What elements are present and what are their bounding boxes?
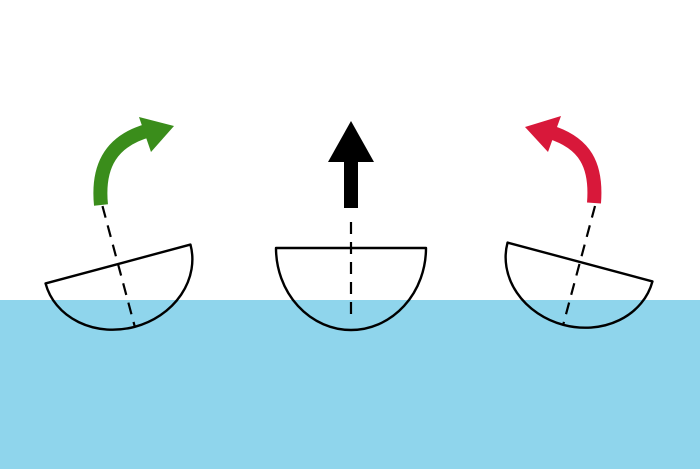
curved-arrow-right-icon [93, 117, 174, 206]
boat-center-hull [274, 246, 428, 332]
green-arrow-shaft [93, 123, 153, 206]
arrow-up-icon [328, 121, 374, 208]
water-surface [0, 300, 700, 469]
boat-left-hull [44, 243, 194, 331]
black-arrow-shaft [344, 158, 358, 208]
curved-arrow-left-icon [525, 116, 602, 204]
green-arrow-head [139, 117, 174, 152]
boat-left-mast-axis [101, 205, 136, 328]
red-arrow-shaft [547, 125, 602, 204]
boat-center [274, 222, 428, 332]
black-arrow-head [328, 121, 374, 162]
boat-right [504, 205, 654, 329]
red-arrow-head [525, 116, 561, 152]
boat-right-hull [504, 241, 654, 329]
boat-left [44, 205, 194, 331]
boat-right-mast-axis [562, 205, 597, 326]
